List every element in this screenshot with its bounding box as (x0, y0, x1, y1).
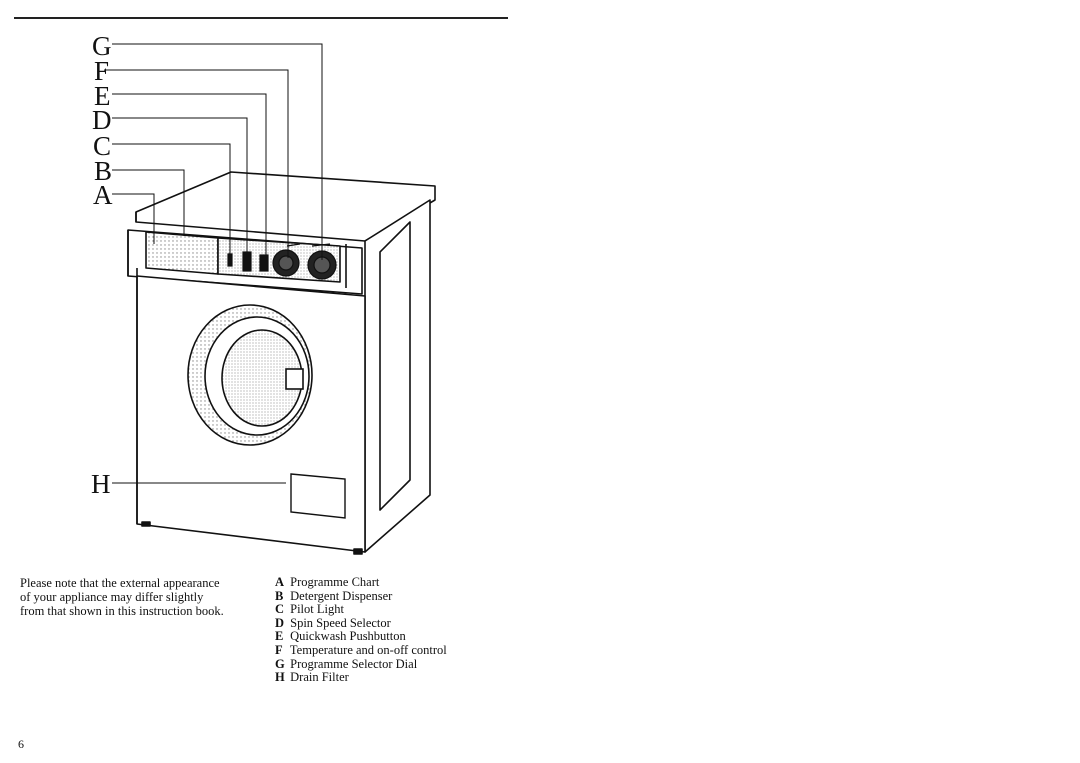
parts-legend: A Programme Chart B Detergent Dispenser … (275, 575, 447, 685)
legend-text: Pilot Light (290, 602, 344, 617)
legend-key: F (275, 642, 283, 657)
legend-key: E (275, 629, 284, 644)
legend-item: G Programme Selector Dial (275, 656, 447, 672)
legend-text: Spin Speed Selector (290, 615, 391, 630)
legend-key: C (275, 602, 285, 617)
legend-key: B (275, 588, 284, 603)
machine-side (364, 199, 431, 553)
legend-item: F Temperature and on-off control (275, 642, 447, 658)
legend-text: Temperature and on-off control (289, 642, 447, 657)
legend-text: Programme Selector Dial (290, 656, 418, 671)
note-line: of your appliance may differ slightly (20, 590, 204, 604)
callout-b: B (94, 156, 113, 186)
legend-item: D Spin Speed Selector (275, 615, 447, 631)
legend-item: B Detergent Dispenser (275, 588, 447, 604)
legend-item: E Quickwash Pushbutton (275, 630, 447, 644)
callout-d: D (92, 105, 112, 135)
legend-text: Quickwash Pushbutton (290, 629, 406, 644)
note-line: Please note that the external appearance (20, 576, 220, 590)
legend-text: Drain Filter (290, 670, 349, 685)
drain-filter-icon (290, 473, 346, 519)
legend-item: A Programme Chart (275, 575, 447, 590)
callout-e: E (94, 81, 111, 111)
legend-key: H (275, 670, 285, 685)
callout-h: H (91, 469, 111, 499)
legend-text: Programme Chart (290, 575, 380, 589)
note-line: from that shown in this instruction book… (20, 604, 224, 618)
legend-text: Detergent Dispenser (290, 588, 393, 603)
callout-f: F (94, 56, 110, 86)
callout-a: A (93, 180, 113, 210)
page-number: 6 (18, 737, 24, 751)
quickwash-pushbutton-icon (259, 254, 269, 272)
legend-key: D (275, 615, 285, 630)
callout-c: C (93, 131, 112, 161)
legend-key: G (275, 656, 285, 671)
legend-item: C Pilot Light (275, 602, 447, 617)
door-handle-icon (285, 368, 304, 390)
callout-g: G (92, 31, 112, 61)
top-rule (14, 17, 508, 19)
legend-item: H Drain Filter (275, 670, 447, 685)
legend-key: A (275, 575, 285, 589)
appearance-note: Please note that the external appearance… (20, 576, 260, 618)
